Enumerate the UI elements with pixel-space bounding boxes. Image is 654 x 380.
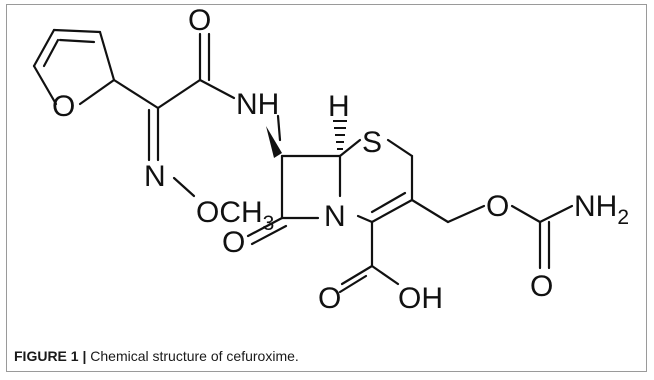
- atom-o-lactam: O: [222, 226, 245, 259]
- figure-frame: [6, 4, 647, 372]
- atom-n-oxime: N: [144, 160, 166, 193]
- atom-o-furan: O: [52, 90, 75, 123]
- figure-caption: FIGURE 1 | Chemical structure of cefurox…: [14, 348, 299, 364]
- atom-h: H: [328, 90, 350, 123]
- atom-nh-amide: NH: [236, 88, 279, 121]
- figure-label: FIGURE 1 |: [14, 348, 87, 364]
- furan-ring: [32, 28, 116, 106]
- bicyclic-core: [246, 126, 574, 294]
- atom-o-ester: O: [486, 190, 509, 223]
- cefuroxime-structure: O O NH N OCH3 H S O N O NH2 O O OH: [32, 4, 629, 315]
- atom-oh: OH: [398, 282, 443, 315]
- atom-o-amide: O: [188, 4, 211, 37]
- atom-o-carbamate: O: [530, 270, 553, 303]
- atom-s: S: [362, 126, 382, 159]
- figure-caption-text: Chemical structure of cefuroxime.: [86, 348, 299, 364]
- side-chain-bonds: [112, 32, 282, 198]
- atom-nh2: NH2: [574, 190, 629, 229]
- atom-o-acid: O: [318, 282, 341, 315]
- atom-n-ring: N: [324, 200, 346, 233]
- wedge-bond: [266, 126, 282, 158]
- hashed-bond: [333, 120, 347, 150]
- atom-och3: OCH3: [196, 196, 274, 235]
